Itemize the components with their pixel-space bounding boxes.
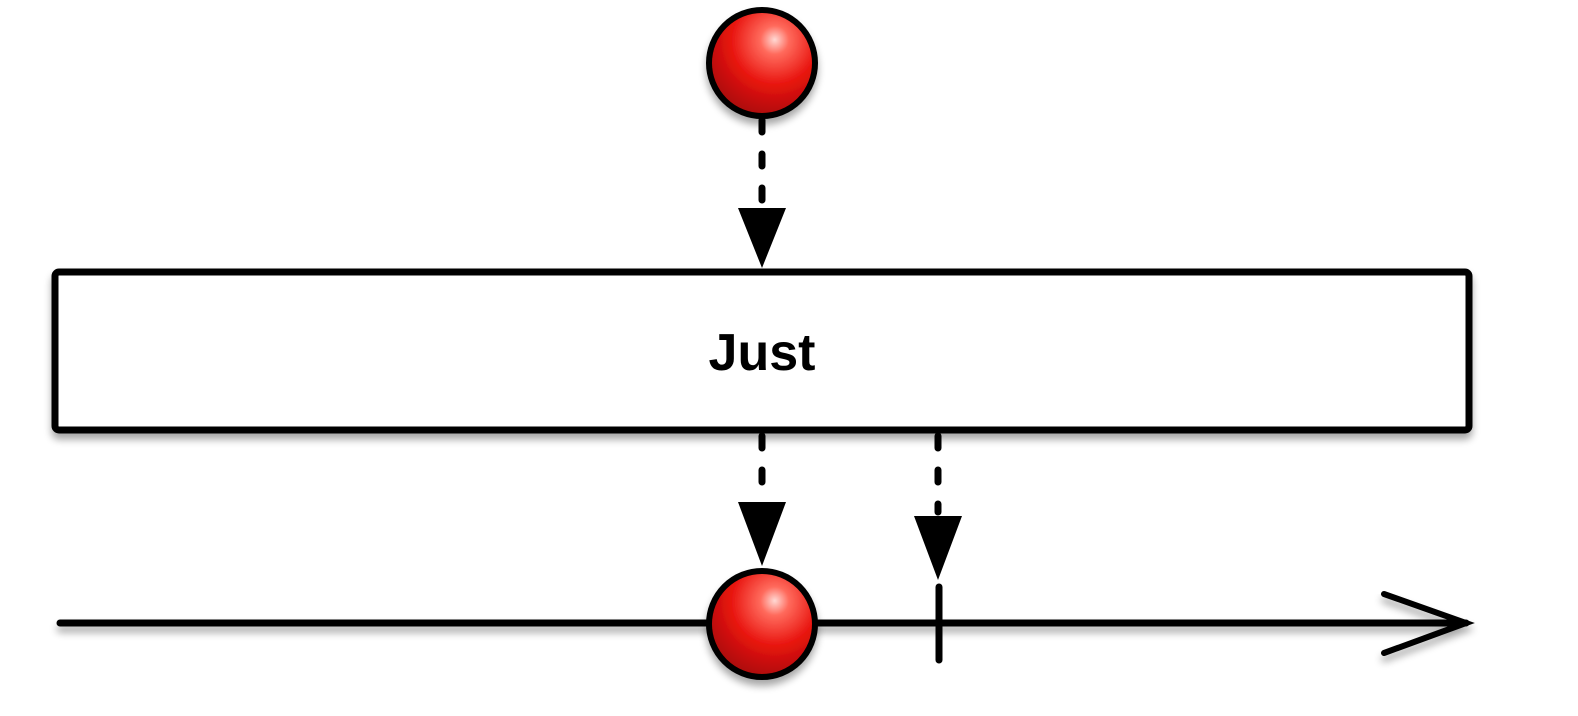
output-marble	[706, 568, 818, 680]
output-marble-arrow	[738, 432, 786, 566]
source-marble	[706, 7, 818, 119]
operator-box	[51, 268, 1473, 434]
operator-label: Just	[709, 324, 816, 382]
input-arrow	[738, 116, 786, 268]
timeline-arrowhead	[1381, 591, 1475, 656]
completion-arrow	[914, 432, 962, 580]
